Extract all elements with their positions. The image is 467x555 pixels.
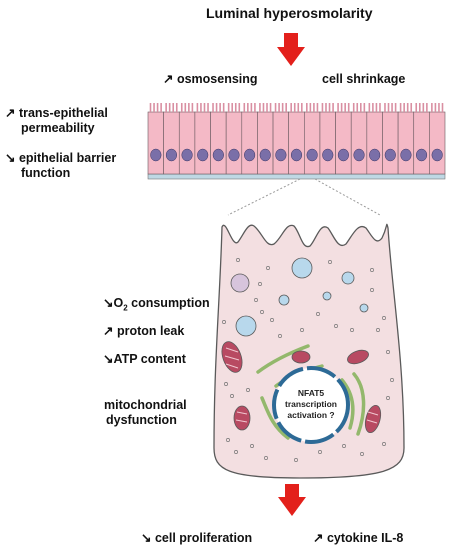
cytoplasm-dot <box>382 316 386 320</box>
epithelium-layer <box>147 103 446 180</box>
cytoplasm-dot <box>222 320 226 324</box>
cytoplasm-dot <box>230 394 234 398</box>
epithelial-nucleus <box>259 148 271 162</box>
top-red-arrow <box>277 33 305 66</box>
cytoplasm-dot <box>234 450 238 454</box>
label-barrier-line2: function <box>21 166 71 180</box>
epithelial-cell <box>163 111 180 175</box>
epithelial-nucleus <box>369 148 381 162</box>
epithelial-nucleus <box>384 148 396 162</box>
epithelial-nucleus <box>290 148 303 162</box>
label-osmosensing: ↗ osmosensing <box>163 72 258 86</box>
cytoplasm-dot <box>236 258 240 262</box>
vesicles <box>230 257 369 337</box>
epithelial-nucleus <box>244 148 256 162</box>
basement-membrane <box>147 173 446 180</box>
cytoplasm-dot <box>250 444 254 448</box>
epithelial-nucleus <box>353 148 365 162</box>
cytoplasm-dot <box>328 260 332 264</box>
cytoplasm-dots <box>222 258 394 462</box>
epithelial-nucleus <box>400 148 412 162</box>
cytoplasm-dot <box>258 282 262 286</box>
cytoplasm-dot <box>334 324 338 328</box>
epithelial-nucleus <box>306 148 318 162</box>
label-proton-leak: ↗ proton leak <box>103 324 185 338</box>
label-permeability-line1: ↗ trans-epithelial <box>5 106 108 120</box>
epithelial-cell <box>225 111 243 175</box>
cytoplasm-dot <box>260 310 264 314</box>
cytoplasm-dot <box>318 450 322 454</box>
epithelial-cell <box>210 111 227 175</box>
nucleus-label-line1: NFAT5 <box>297 388 325 398</box>
diagram-title: Luminal hyperosmolarity <box>206 5 373 21</box>
epithelial-cell <box>304 111 321 175</box>
epithelial-cell <box>319 111 336 175</box>
cytoplasm-dot <box>278 334 282 338</box>
cytoplasm-dot <box>294 458 298 462</box>
nucleus-label-line2: transcription <box>285 399 337 409</box>
label-atp-content: ↘ATP content <box>103 352 186 366</box>
cytoplasm-dot <box>300 328 304 332</box>
epithelial-cell <box>429 111 446 175</box>
bottom-red-arrow <box>278 484 306 516</box>
mitochondria <box>221 341 382 434</box>
epithelial-nucleus <box>322 148 334 162</box>
epithelial-cell <box>178 111 196 175</box>
nucleus-label-line3: activation ? <box>287 410 335 420</box>
epithelial-nucleus <box>337 148 349 162</box>
cytoplasm-dot <box>386 396 390 400</box>
cytoplasm-dot <box>270 318 274 322</box>
cytoplasm-dot <box>224 382 228 386</box>
epithelial-cell <box>335 111 352 175</box>
epithelial-nucleus <box>212 148 224 162</box>
cytoplasm-dot <box>370 288 374 292</box>
epithelial-nucleus <box>150 148 162 162</box>
zoom-line-right <box>314 178 381 216</box>
epithelial-nucleus <box>181 148 193 162</box>
epithelial-cell <box>288 111 305 175</box>
epithelial-nucleus <box>165 148 178 162</box>
label-cell-shrinkage: cell shrinkage <box>322 72 406 86</box>
epithelial-cell <box>194 111 211 175</box>
label-permeability-line2: permeability <box>21 121 95 135</box>
enlarged-cell <box>213 223 405 479</box>
epithelial-cell <box>241 111 258 175</box>
cytoplasm-dot <box>370 268 374 272</box>
epithelial-nucleus <box>228 148 240 162</box>
label-o2-consumption: ↘O2 consumption <box>103 296 210 313</box>
zoom-line-left <box>227 178 301 216</box>
epithelial-cell <box>257 111 274 175</box>
cytoplasm-dot <box>386 350 390 354</box>
epithelial-nucleus <box>275 148 287 162</box>
epithelial-cell <box>397 111 415 175</box>
nucleus <box>272 366 350 444</box>
cytoplasm-dot <box>226 438 230 442</box>
cytoplasm-dot <box>382 442 386 446</box>
cytoplasm-dot <box>246 388 250 392</box>
cytoplasm-dot <box>376 328 380 332</box>
label-mito-line2: dysfunction <box>106 413 177 427</box>
cytoplasm-dot <box>342 444 346 448</box>
label-barrier-line1: ↘ epithelial barrier <box>5 151 117 165</box>
cytoplasm-dot <box>350 328 354 332</box>
epithelial-nucleus <box>431 148 443 162</box>
epithelial-cell <box>147 111 164 175</box>
epithelial-cell <box>366 111 383 175</box>
label-mito-line1: mitochondrial <box>104 398 187 412</box>
cytoplasm-dot <box>316 312 320 316</box>
epithelial-cell <box>413 111 430 175</box>
cytoplasm-dot <box>390 378 394 382</box>
epithelial-nucleus <box>415 148 428 162</box>
cytoplasm-dot <box>360 452 364 456</box>
label-cell-proliferation: ↘ cell proliferation <box>141 531 253 545</box>
cytoplasm-dot <box>254 298 258 302</box>
cytoplasm-dot <box>264 456 268 460</box>
label-cytokine-il8: ↗ cytokine IL-8 <box>313 531 404 545</box>
epithelial-nucleus <box>197 148 209 162</box>
cytoplasm-dot <box>266 266 270 270</box>
epithelial-cell <box>350 111 368 175</box>
epithelial-cell <box>382 111 399 175</box>
epithelial-cell <box>272 111 289 175</box>
